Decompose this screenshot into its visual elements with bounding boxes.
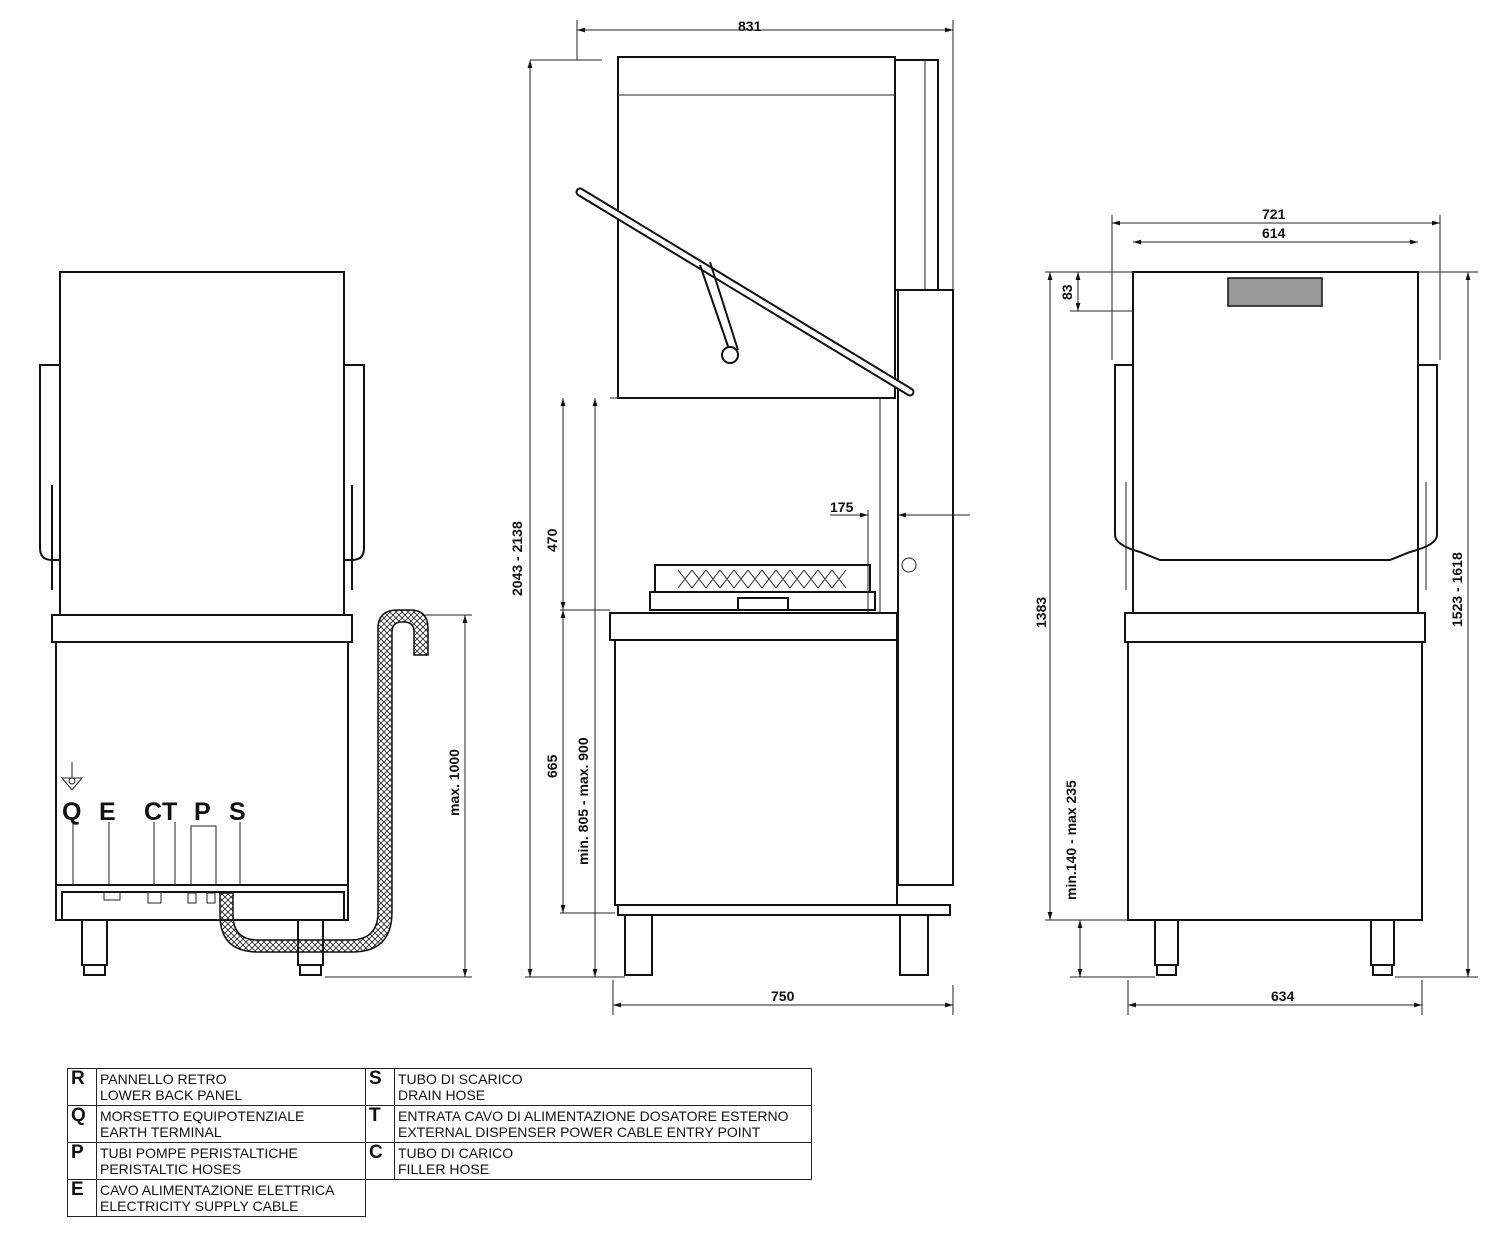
dim-470: 470 <box>544 528 560 552</box>
base <box>617 904 951 916</box>
callout-ct: CT <box>144 798 177 826</box>
hood <box>59 271 345 616</box>
peristaltic-hose <box>206 892 216 904</box>
callout-leaders <box>72 822 241 885</box>
left-handle <box>39 364 60 590</box>
column <box>894 59 939 291</box>
leg <box>1370 919 1395 966</box>
legend-key: C <box>365 1142 395 1180</box>
dim-140-235: min.140 - max 235 <box>1063 780 1079 900</box>
dim-665: 665 <box>544 754 560 778</box>
foot <box>83 964 106 976</box>
dim-750: 750 <box>771 988 795 1004</box>
lower-body <box>614 639 898 906</box>
dim-max-1000: max. 1000 <box>446 749 462 816</box>
dim-831: 831 <box>738 18 762 34</box>
legend-key: T <box>365 1105 395 1143</box>
counter-band <box>51 614 353 643</box>
legend-key: E <box>67 1179 97 1217</box>
leg <box>81 919 108 966</box>
knob <box>901 557 917 573</box>
hood <box>1132 271 1419 614</box>
peristaltic-cover <box>190 825 217 886</box>
legend-key: R <box>67 1068 97 1106</box>
legend-key: S <box>365 1068 395 1106</box>
dim-2043-2138: 2043 - 2138 <box>509 521 525 596</box>
dim-1383: 1383 <box>1033 597 1049 628</box>
counter <box>1124 612 1426 643</box>
foot <box>299 964 322 976</box>
hood-handle <box>1114 364 1438 561</box>
front-view: 721 614 83 1383 min.140 - max 235 1523 -… <box>1033 206 1478 1015</box>
dim-721: 721 <box>1262 206 1286 222</box>
callout-e: E <box>99 798 116 826</box>
drain-hose <box>219 609 429 953</box>
hood-arm <box>699 261 739 353</box>
dim-614: 614 <box>1262 225 1286 241</box>
dim-805-900: min. 805 - max. 900 <box>575 737 591 865</box>
filler-hose-c <box>147 891 162 904</box>
peristaltic-hose <box>187 892 197 904</box>
cable-gland-e <box>103 891 121 901</box>
counter <box>609 612 898 641</box>
legend-desc: ENTRATA CAVO DI ALIMENTAZIONE DOSATORE E… <box>394 1105 812 1143</box>
hood <box>617 56 896 399</box>
leg <box>624 914 653 976</box>
legend-key: Q <box>67 1105 97 1143</box>
dim-634: 634 <box>1271 988 1295 1004</box>
column-lower <box>897 289 954 886</box>
dim-175: 175 <box>830 499 854 515</box>
lower-body <box>55 641 349 886</box>
display-panel <box>1227 277 1323 307</box>
callout-p: P <box>194 798 211 826</box>
callout-s: S <box>229 798 246 826</box>
back-view: Q E CT P S max. 1000 <box>39 271 472 978</box>
legend-key: P <box>67 1142 97 1180</box>
callout-q: Q <box>62 798 81 826</box>
dim-83: 83 <box>1059 284 1075 300</box>
lower-back-panel <box>61 891 345 921</box>
leg <box>1154 919 1179 966</box>
side-view: 831 2043 - 2138 470 665 min. 805 - max. … <box>509 18 970 1015</box>
dim-1523-1618: 1523 - 1618 <box>1449 552 1465 627</box>
right-handle <box>344 364 365 590</box>
leg <box>899 914 929 976</box>
lower-body <box>1127 641 1423 921</box>
